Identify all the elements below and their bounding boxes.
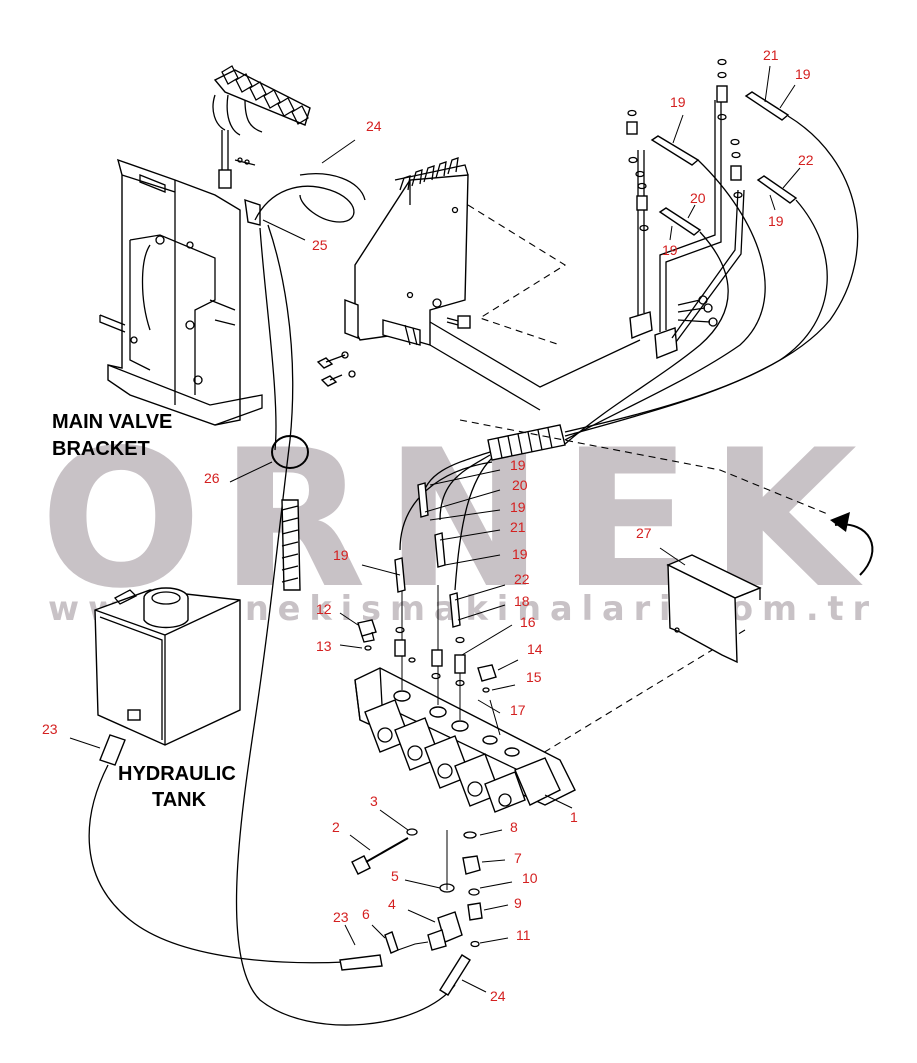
label-hydraulic-line1: HYDRAULIC: [118, 763, 236, 785]
callout-numbers: 24 25 19 21 19 22 19 20 19 26 19 20 19 2…: [42, 47, 814, 1004]
label-hydraulic-line2: TANK: [152, 789, 207, 811]
callout: 20: [512, 477, 528, 493]
callout: 19: [510, 499, 526, 515]
callout: 19: [670, 94, 686, 110]
cover-27-drawing: [666, 554, 762, 664]
callout: 23: [42, 721, 58, 737]
callout: 23: [333, 909, 349, 925]
callout: 19: [512, 546, 528, 562]
callout: 17: [510, 702, 526, 718]
mounting-plate-drawing: [316, 58, 798, 411]
callout: 13: [316, 638, 332, 654]
callout: 19: [795, 66, 811, 82]
callout: 20: [690, 190, 706, 206]
callout: 19: [333, 547, 349, 563]
curved-arrow: [830, 512, 874, 576]
callout: 21: [763, 47, 779, 63]
callout: 22: [514, 571, 530, 587]
callout: 7: [514, 850, 522, 866]
callout: 26: [204, 470, 220, 486]
callout: 22: [798, 152, 814, 168]
callout: 16: [520, 614, 536, 630]
callout: 18: [514, 593, 530, 609]
callout: 24: [490, 988, 506, 1004]
callout: 19: [768, 213, 784, 229]
callout: 19: [662, 242, 678, 258]
callout: 19: [510, 457, 526, 473]
callout: 27: [636, 525, 652, 541]
callout: 11: [516, 927, 531, 943]
callout: 21: [510, 519, 526, 535]
callout: 6: [362, 906, 370, 922]
callout: 24: [366, 118, 382, 134]
callout: 1: [570, 809, 578, 825]
callout: 2: [332, 819, 340, 835]
callout: 3: [370, 793, 378, 809]
section-labels: MAIN VALVE BRACKET HYDRAULIC TANK: [52, 411, 236, 811]
label-main-valve-line1: MAIN VALVE: [52, 411, 172, 433]
hydraulic-tank-drawing: [94, 587, 241, 766]
callout: 8: [510, 819, 518, 835]
callout: 5: [391, 868, 399, 884]
callout: 25: [312, 237, 328, 253]
label-main-valve-line2: BRACKET: [52, 438, 150, 460]
callout: 14: [527, 641, 543, 657]
callout: 9: [514, 895, 522, 911]
hose-lines: [88, 115, 859, 1026]
main-control-valve-drawing: [339, 482, 576, 996]
leader-lines: [69, 65, 801, 993]
callout: 12: [316, 601, 332, 617]
callout: 15: [526, 669, 542, 685]
callout: 10: [522, 870, 538, 886]
main-valve-bracket-drawing: [99, 65, 311, 426]
callout: 4: [388, 896, 396, 912]
